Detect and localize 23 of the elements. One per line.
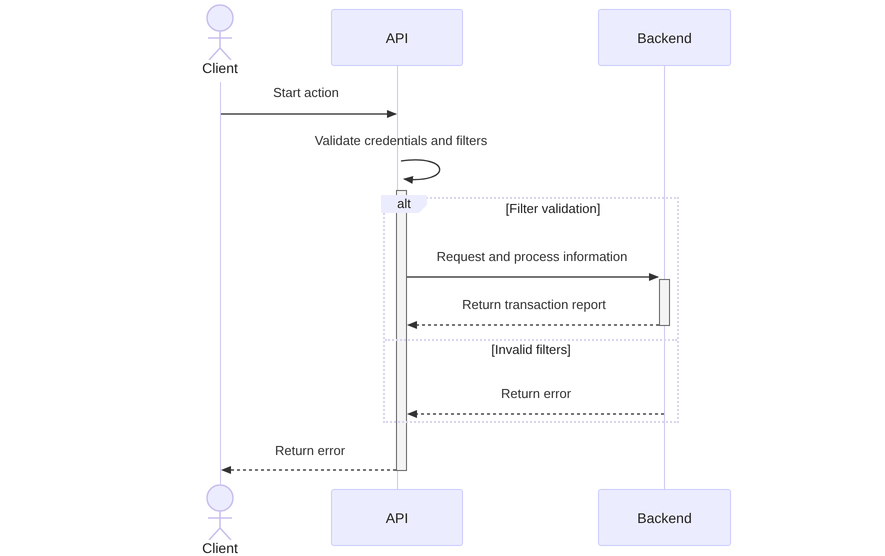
actor-label: Client: [202, 540, 238, 556]
message-arrow: [221, 110, 397, 118]
participant-box: API: [331, 9, 463, 66]
activation-bar: [659, 279, 670, 326]
message-label: Request and process information: [436, 249, 628, 264]
message-label: Return error: [274, 443, 346, 458]
actor-label: Client: [202, 60, 238, 76]
message-arrow: [407, 273, 659, 281]
condition-label: [Filter validation]: [506, 201, 600, 216]
message-label: Return error: [500, 386, 572, 401]
lifeline: [220, 82, 221, 484]
message-arrow: [407, 321, 659, 329]
participant-box: API: [331, 489, 463, 546]
frame-tag: alt: [381, 195, 427, 213]
message-label: Validate credentials and filters: [314, 133, 488, 148]
participant-box: Backend: [598, 9, 731, 66]
message-label: Start action: [273, 85, 339, 100]
participant-box: Backend: [598, 489, 731, 546]
message-arrow: [407, 410, 664, 418]
message-label: Return transaction report: [462, 297, 606, 312]
condition-label: [Invalid filters]: [491, 342, 571, 357]
message-arrow: [221, 466, 396, 474]
message-arrow: [400, 159, 440, 184]
